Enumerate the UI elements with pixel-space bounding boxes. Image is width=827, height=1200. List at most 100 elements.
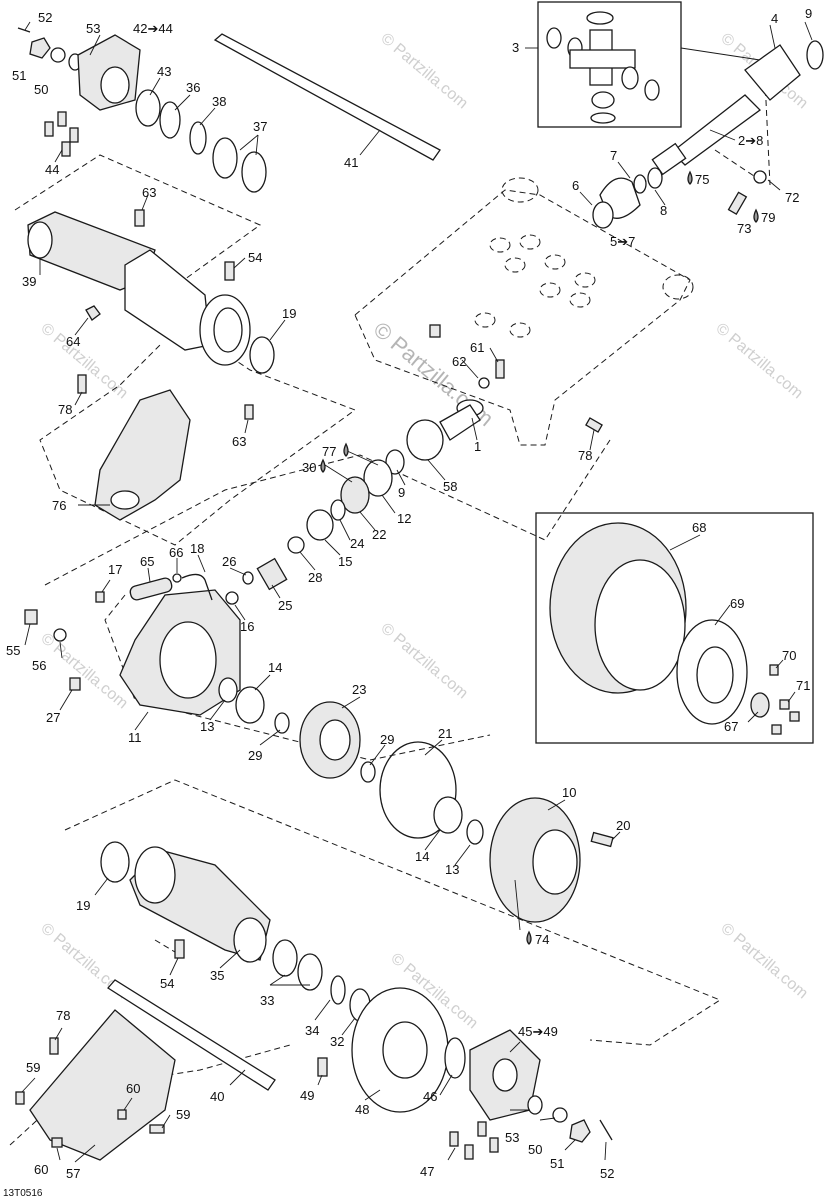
part-label: 50 bbox=[34, 82, 48, 97]
part-label: 12 bbox=[397, 511, 411, 526]
upper-hub-group bbox=[17, 27, 441, 193]
housing-39-end bbox=[27, 221, 53, 259]
part-label: 63 bbox=[142, 185, 156, 200]
middle-parts bbox=[225, 324, 603, 605]
part-label: 47 bbox=[420, 1164, 434, 1179]
valve-70 bbox=[769, 664, 779, 676]
plate-58 bbox=[406, 419, 444, 461]
yoke-4 bbox=[744, 44, 801, 101]
axle-41 bbox=[213, 33, 441, 161]
part-label: 78 bbox=[56, 1008, 70, 1023]
ring-gear-group bbox=[218, 677, 484, 845]
stud-44 bbox=[57, 111, 67, 127]
part-label: 35 bbox=[210, 968, 224, 983]
bolt-55 bbox=[24, 609, 38, 625]
drive-shaft-assembly bbox=[592, 40, 824, 229]
part-label: 9 bbox=[805, 6, 812, 21]
lower-housing-group bbox=[100, 841, 371, 1022]
part-label: 51 bbox=[550, 1156, 564, 1171]
part-label: 57 bbox=[66, 1166, 80, 1181]
part-label: 68 bbox=[692, 520, 706, 535]
part-label: 46 bbox=[423, 1089, 437, 1104]
stud-47 bbox=[477, 1121, 487, 1137]
part-label: 39 bbox=[22, 274, 36, 289]
u-joint-cap bbox=[621, 66, 639, 90]
stud-47 bbox=[489, 1137, 499, 1153]
part-label: 30 bbox=[302, 460, 316, 475]
part-label: 70 bbox=[782, 648, 796, 663]
shim-29 bbox=[360, 761, 376, 783]
part-label: 79 bbox=[761, 210, 775, 225]
stud-47 bbox=[449, 1131, 459, 1147]
bushing-1-body bbox=[439, 404, 481, 441]
part-label: 32 bbox=[330, 1034, 344, 1049]
part-label: 53 bbox=[505, 1130, 519, 1145]
part-label: 16 bbox=[240, 619, 254, 634]
part-label: 78 bbox=[58, 402, 72, 417]
part-label: 41 bbox=[344, 155, 358, 170]
part-label: 63 bbox=[232, 434, 246, 449]
nut-71 bbox=[771, 724, 782, 735]
part-label: 78 bbox=[578, 448, 592, 463]
part-label: 73 bbox=[737, 221, 751, 236]
ring-8 bbox=[647, 167, 663, 189]
washer-50 bbox=[50, 47, 66, 63]
part-label: 5➔7 bbox=[610, 234, 635, 249]
swing-arm-pivot-left bbox=[501, 177, 539, 203]
bolt-59 bbox=[149, 1124, 165, 1134]
droplet-icon bbox=[687, 170, 693, 185]
part-label: 56 bbox=[32, 658, 46, 673]
part-label: 9 bbox=[398, 485, 405, 500]
part-labels: 52 53 42➔44 51 50 43 36 38 37 44 41 3 4 … bbox=[6, 6, 812, 1181]
part-label: 13 bbox=[200, 719, 214, 734]
part-label: 26 bbox=[222, 554, 236, 569]
part-label: 50 bbox=[528, 1142, 542, 1157]
middle-outline bbox=[44, 439, 611, 586]
leader-lines bbox=[21, 21, 813, 1163]
bearing-33b bbox=[297, 953, 323, 991]
part-label: 10 bbox=[562, 785, 576, 800]
part-label: 38 bbox=[212, 94, 226, 109]
u-joint-cap bbox=[591, 91, 615, 109]
nut-51 bbox=[29, 37, 51, 59]
watermark-text: © Partzilla.com bbox=[717, 920, 811, 1002]
differential-housing bbox=[24, 573, 241, 716]
washer-62 bbox=[478, 377, 490, 389]
part-label: 58 bbox=[443, 479, 457, 494]
part-label: 72 bbox=[785, 190, 799, 205]
u-joint-ring bbox=[586, 11, 614, 25]
lower-hub-group bbox=[317, 987, 613, 1160]
part-label: 74 bbox=[535, 932, 549, 947]
part-label: 28 bbox=[308, 570, 322, 585]
lower-outline bbox=[64, 779, 722, 1046]
watermark-text: © Partzilla.com bbox=[712, 320, 806, 402]
part-label: 20 bbox=[616, 818, 630, 833]
clamp-6 bbox=[592, 201, 614, 229]
kit-box-frame bbox=[537, 1, 682, 128]
bolt-61 bbox=[495, 359, 505, 379]
part-label: 14 bbox=[268, 660, 282, 675]
bearing-13 bbox=[218, 677, 238, 703]
nut-51 bbox=[569, 1119, 591, 1143]
pinion-25 bbox=[256, 557, 288, 591]
part-label: 48 bbox=[355, 1102, 369, 1117]
part-label: 60 bbox=[126, 1081, 140, 1096]
axle-40 bbox=[107, 979, 276, 1091]
o-ring-19 bbox=[249, 336, 275, 374]
hose-18 bbox=[181, 573, 213, 601]
part-label: 45➔49 bbox=[518, 1024, 558, 1039]
housing-35-end bbox=[233, 917, 267, 963]
plug-16 bbox=[225, 591, 239, 605]
part-label: 21 bbox=[438, 726, 452, 741]
part-label: 14 bbox=[415, 849, 429, 864]
stud-44 bbox=[69, 127, 79, 143]
ring-38 bbox=[189, 121, 207, 155]
u-joint-ring bbox=[590, 112, 616, 124]
part-label: 42➔44 bbox=[133, 21, 173, 36]
part-label: 3 bbox=[512, 40, 519, 55]
o-ring-26 bbox=[242, 571, 254, 585]
cotter-pin-52 bbox=[599, 1119, 613, 1141]
part-label: 44 bbox=[45, 162, 59, 177]
fitting-link bbox=[714, 149, 761, 181]
part-label: 66 bbox=[169, 545, 183, 560]
